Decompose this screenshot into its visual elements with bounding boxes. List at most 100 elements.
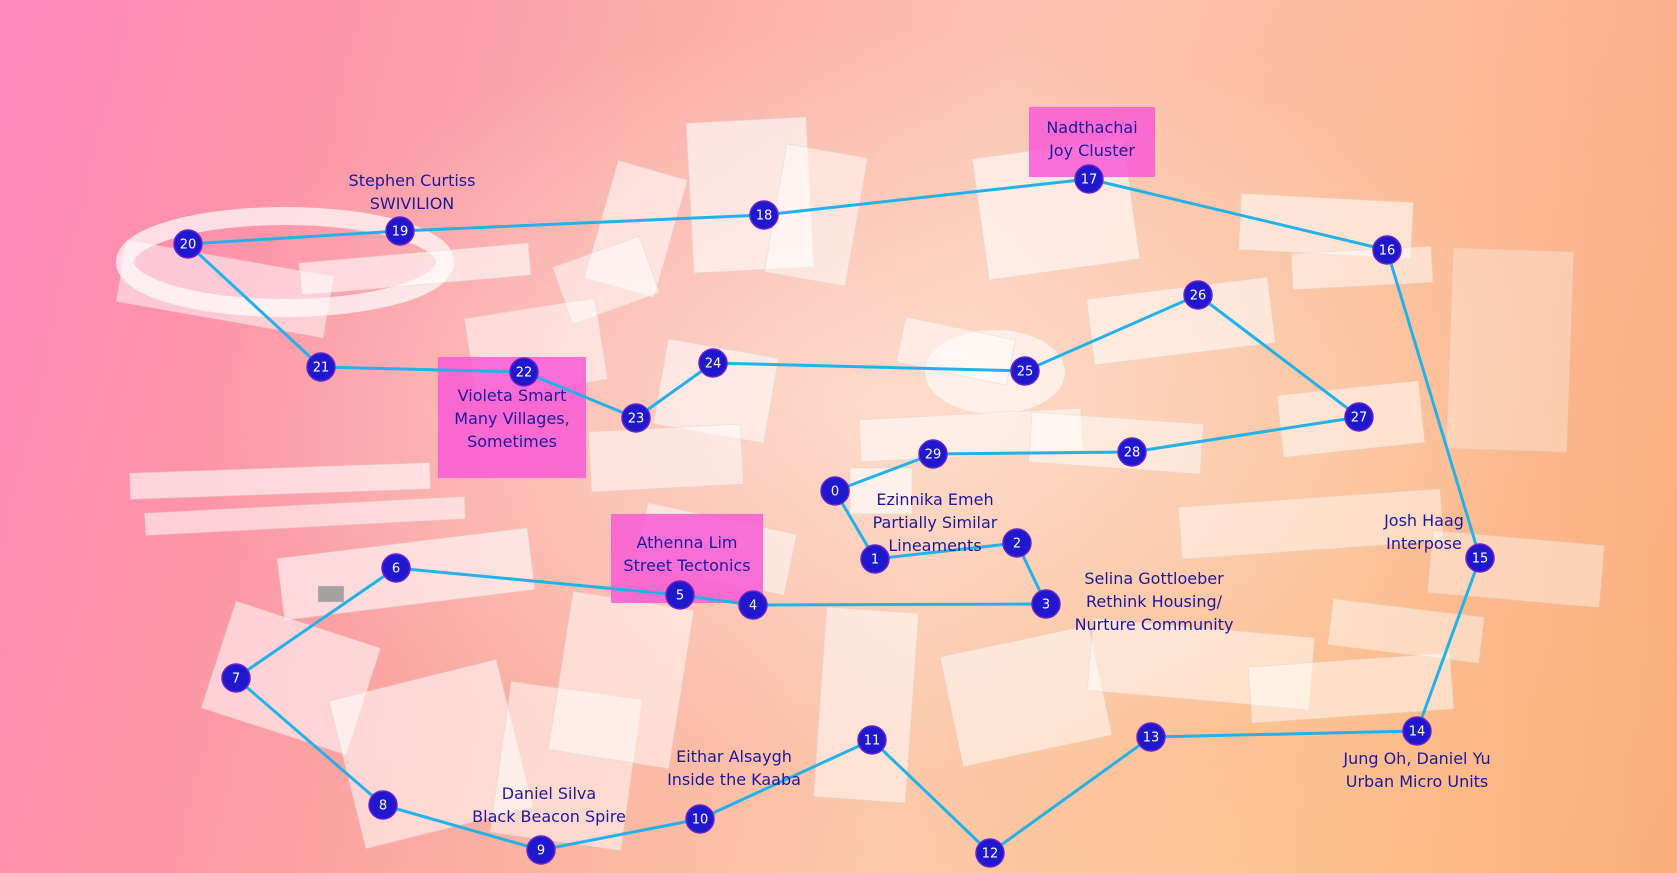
edge-29-0 [833, 452, 935, 493]
node-circle-13[interactable] [1136, 722, 1166, 752]
node-24[interactable]: 24 [698, 348, 728, 378]
node-4[interactable]: 4 [738, 590, 768, 620]
node-1[interactable]: 1 [860, 544, 890, 574]
label-josh-haag: Interpose [1386, 534, 1462, 553]
edge-10-11 [698, 738, 874, 821]
node-25[interactable]: 25 [1010, 356, 1040, 386]
building-shape [1446, 247, 1574, 453]
building-shape [317, 585, 345, 603]
label-stephen-curtiss: SWIVILION [370, 194, 455, 213]
building-shape [588, 423, 744, 493]
node-circle-10[interactable] [685, 804, 715, 834]
edge-27-28 [1130, 415, 1361, 454]
edge-22-23 [522, 370, 638, 420]
node-circle-12[interactable] [975, 838, 1005, 868]
node-10[interactable]: 10 [685, 804, 715, 834]
edge-13-14 [1149, 729, 1419, 739]
building-shape [547, 590, 695, 770]
node-19[interactable]: 19 [385, 216, 415, 246]
node-0[interactable]: 0 [820, 476, 850, 506]
node-circle-15[interactable] [1465, 543, 1495, 573]
node-circle-24[interactable] [698, 348, 728, 378]
edge-23-24 [634, 361, 715, 420]
node-circle-29[interactable] [918, 439, 948, 469]
label-jung-oh-daniel-yu: Jung Oh, Daniel Yu [1342, 749, 1490, 768]
node-2[interactable]: 2 [1002, 528, 1032, 558]
edge-8-9 [381, 803, 543, 852]
node-26[interactable]: 26 [1183, 280, 1213, 310]
node-16[interactable]: 16 [1372, 235, 1402, 265]
node-circle-2[interactable] [1002, 528, 1032, 558]
building-shape [1177, 488, 1445, 560]
node-circle-14[interactable] [1402, 716, 1432, 746]
label-stephen-curtiss: Stephen Curtiss [349, 171, 476, 190]
node-circle-4[interactable] [738, 590, 768, 620]
label-violeta-smart: Violeta Smart [458, 386, 567, 405]
building-shape [1027, 411, 1205, 475]
edge-17-18 [762, 177, 1091, 217]
label-jung-oh-daniel-yu: Urban Micro Units [1346, 772, 1489, 791]
edge-11-12 [870, 738, 992, 855]
node-circle-0[interactable] [820, 476, 850, 506]
node-circle-19[interactable] [385, 216, 415, 246]
node-21[interactable]: 21 [306, 352, 336, 382]
node-15[interactable]: 15 [1465, 543, 1495, 573]
node-circle-27[interactable] [1344, 402, 1374, 432]
node-3[interactable]: 3 [1031, 589, 1061, 619]
node-13[interactable]: 13 [1136, 722, 1166, 752]
node-29[interactable]: 29 [918, 439, 948, 469]
node-circle-3[interactable] [1031, 589, 1061, 619]
node-11[interactable]: 11 [857, 725, 887, 755]
node-9[interactable]: 9 [526, 835, 556, 865]
node-circle-5[interactable] [665, 580, 695, 610]
label-violeta-smart: Many Villages, [454, 409, 569, 428]
node-23[interactable]: 23 [621, 403, 651, 433]
building-shape [895, 316, 1017, 386]
label-daniel-silva: Daniel Silva [502, 784, 596, 803]
label-eithar-alsaygh: Eithar Alsaygh [676, 747, 792, 766]
node-circle-7[interactable] [221, 663, 251, 693]
node-circle-11[interactable] [857, 725, 887, 755]
node-28[interactable]: 28 [1117, 437, 1147, 467]
node-7[interactable]: 7 [221, 663, 251, 693]
node-5[interactable]: 5 [665, 580, 695, 610]
label-athenna-lim: Street Tectonics [623, 556, 750, 575]
building-shape [1247, 652, 1455, 724]
node-circle-6[interactable] [381, 553, 411, 583]
node-17[interactable]: 17 [1074, 164, 1104, 194]
node-circle-16[interactable] [1372, 235, 1402, 265]
node-circle-22[interactable] [509, 357, 539, 387]
label-ezinnika-emeh: Lineaments [888, 536, 981, 555]
node-14[interactable]: 14 [1402, 716, 1432, 746]
node-12[interactable]: 12 [975, 838, 1005, 868]
label-selina-gottloeber: Nurture Community [1075, 615, 1234, 634]
node-circle-28[interactable] [1117, 437, 1147, 467]
label-josh-haag: Josh Haag [1383, 511, 1464, 530]
node-22[interactable]: 22 [509, 357, 539, 387]
building-shape [129, 462, 431, 500]
node-circle-20[interactable] [173, 229, 203, 259]
node-circle-21[interactable] [306, 352, 336, 382]
edge-18-19 [398, 213, 766, 233]
edge-5-6 [394, 566, 682, 597]
edge-20-21 [186, 242, 323, 369]
node-18[interactable]: 18 [749, 200, 779, 230]
node-circle-8[interactable] [368, 790, 398, 820]
node-circle-18[interactable] [749, 200, 779, 230]
node-circle-1[interactable] [860, 544, 890, 574]
label-selina-gottloeber: Selina Gottloeber [1084, 569, 1224, 588]
node-20[interactable]: 20 [173, 229, 203, 259]
node-circle-17[interactable] [1074, 164, 1104, 194]
node-circle-9[interactable] [526, 835, 556, 865]
node-circle-26[interactable] [1183, 280, 1213, 310]
edge-9-10 [539, 817, 702, 852]
node-8[interactable]: 8 [368, 790, 398, 820]
node-6[interactable]: 6 [381, 553, 411, 583]
label-nadthachai: Joy Cluster [1048, 141, 1135, 160]
label-daniel-silva: Black Beacon Spire [472, 807, 626, 826]
node-circle-25[interactable] [1010, 356, 1040, 386]
node-circle-23[interactable] [621, 403, 651, 433]
node-27[interactable]: 27 [1344, 402, 1374, 432]
edge-26-27 [1196, 293, 1361, 419]
